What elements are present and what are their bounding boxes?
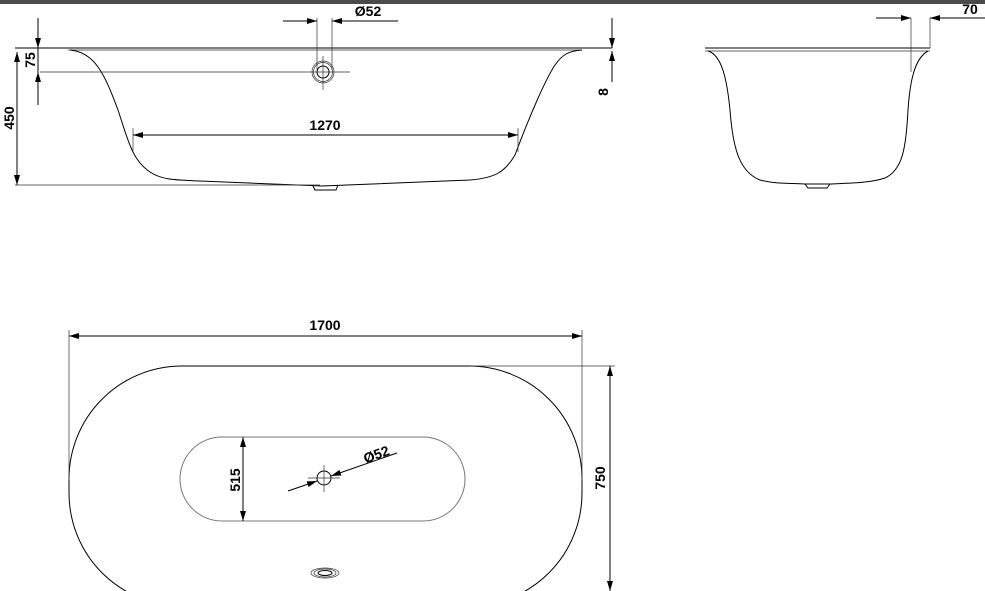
rim-thickness-label: 8 [595,88,611,96]
top-bar [0,0,985,4]
overflow-icon [311,56,335,90]
drain-icon [308,465,340,492]
bottom-length-label: 1270 [309,117,340,133]
side-view: 70 [705,1,985,189]
width-label: 750 [592,466,608,490]
rim-width-label: 70 [962,1,978,17]
overflow-outlet-icon [310,567,340,579]
drain-diameter-label: Ø52 [361,442,392,466]
drain-outlet [312,184,339,191]
plan-view: 1700 750 515 Ø52 [68,317,615,591]
tub-profile [69,49,583,187]
total-height-label: 450 [1,106,17,130]
tub-outline [68,365,583,591]
side-profile [707,50,929,185]
overflow-diameter-label: Ø52 [355,3,382,19]
side-drain-outlet [804,183,831,189]
length-label: 1700 [309,317,340,333]
tub-basin-outline [179,436,466,522]
overflow-height-label: 75 [22,52,38,68]
front-view: Ø52 75 450 1270 8 [1,3,615,191]
inner-width-label: 515 [227,468,243,492]
